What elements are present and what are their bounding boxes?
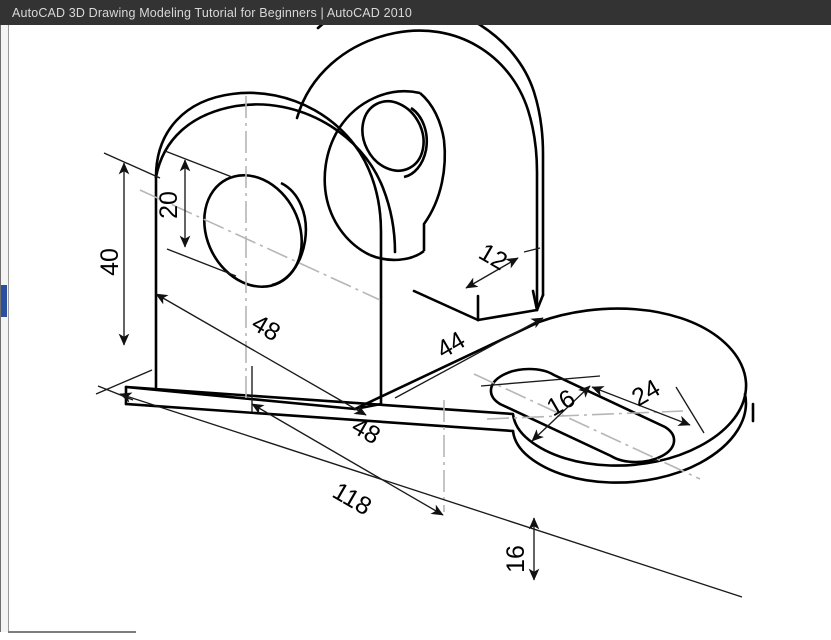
extline-20-top	[164, 150, 233, 178]
dimline-16-slot	[531, 385, 591, 442]
rear-lug-bottom-right	[531, 289, 539, 312]
dimline-48-lower	[251, 403, 444, 516]
dimline-118	[119, 392, 743, 598]
rear-lug-bore	[361, 100, 429, 179]
lug-connecting-web	[323, 90, 447, 262]
dimline-44	[394, 317, 544, 399]
dimension-label-48-lower: 48	[347, 412, 385, 450]
web-outer-lower	[422, 139, 447, 251]
front-lug-plate	[154, 91, 397, 411]
extline-40-bottom	[95, 369, 153, 395]
dimension-label-16-thickness: 16	[502, 545, 530, 573]
dimline-12	[465, 257, 519, 289]
base-top-face	[124, 307, 748, 467]
vertical-scrollbar-thumb[interactable]	[1, 285, 7, 317]
extline-20-bottom	[166, 248, 237, 277]
dimline-48-upper	[155, 293, 367, 416]
dimension-lines	[95, 150, 743, 598]
dimline-24-slot	[591, 386, 691, 426]
dimension-label-16-slot: 16	[542, 384, 580, 422]
front-lug-face	[154, 91, 383, 406]
web-bottom-tie	[369, 249, 425, 262]
window-title: AutoCAD 3D Drawing Modeling Tutorial for…	[12, 5, 413, 20]
web-inner-right-curve	[323, 129, 371, 257]
base-obround-slot	[489, 367, 676, 464]
dimension-label-40: 40	[96, 248, 124, 276]
rear-lug-bottom-left	[412, 289, 480, 322]
extline-118-left	[97, 385, 134, 401]
front-lug-bore	[202, 173, 308, 289]
dimension-label-118: 118	[328, 477, 377, 521]
extline-40-top	[103, 152, 161, 179]
dimension-label-24-slot: 24	[627, 374, 665, 412]
rear-lug-bore-far-side	[403, 106, 429, 179]
rear-lug-right-vertical	[535, 293, 545, 312]
window-title-bar: AutoCAD 3D Drawing Modeling Tutorial for…	[0, 0, 831, 25]
base-front-bottom-edge	[124, 402, 515, 433]
extline-24-slot	[675, 386, 705, 434]
web-outer-upper	[419, 92, 446, 141]
extline-16-slot-a	[480, 375, 601, 387]
rear-lug-front-arc	[295, 29, 539, 312]
web-inner-left-curve	[336, 90, 421, 131]
rear-lug-bottom-front	[476, 308, 539, 322]
extline-12-right	[523, 247, 541, 253]
dimension-label-48-upper: 48	[247, 309, 285, 347]
front-lug-back-arc	[154, 103, 397, 254]
front-lug-bore-far-side	[271, 181, 308, 287]
vertical-scrollbar-track[interactable]	[0, 25, 9, 632]
base-round-end-bottom	[511, 392, 748, 484]
dimension-label-12: 12	[474, 238, 512, 276]
dimension-label-20: 20	[155, 191, 183, 219]
bottom-divider	[8, 631, 136, 633]
